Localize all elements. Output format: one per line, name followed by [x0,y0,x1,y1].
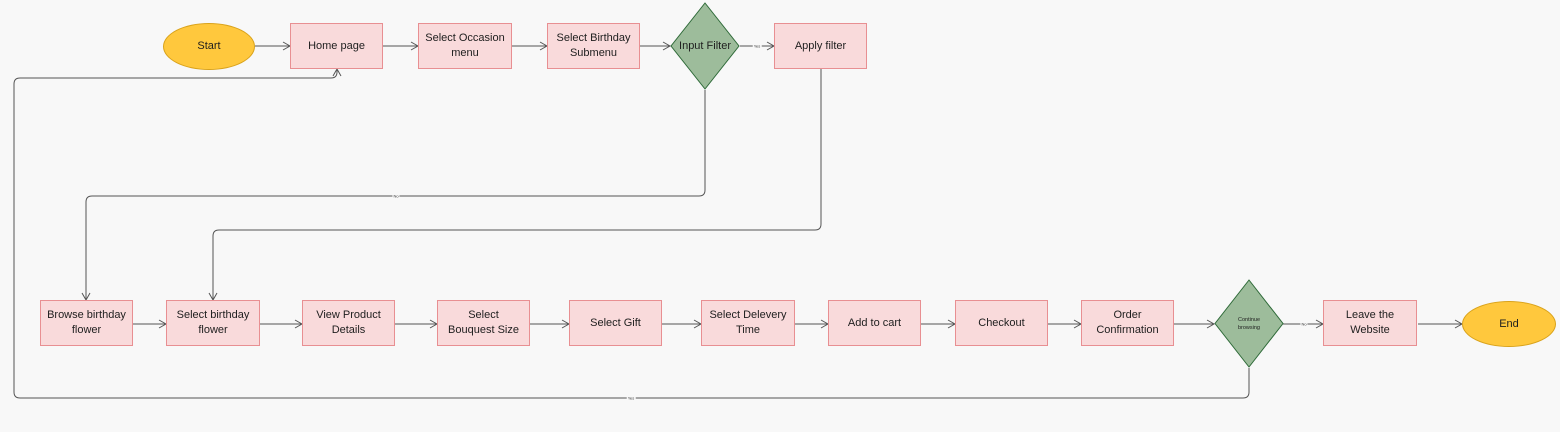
continue-browsing-decision[interactable]: Continue browsing [1214,279,1284,368]
start-node[interactable]: Start [163,23,255,70]
start-label: Start [197,40,221,52]
continue-browsing-label: Continue browsing [1237,316,1261,331]
decision-diamond-shape [1214,279,1284,368]
select-birthday-submenu-node[interactable]: Select Birthday Submenu [547,23,640,69]
edge-apply-select [208,69,822,302]
select-bouquest-size-label: Select Bouquest Size [448,309,519,336]
select-gift-node[interactable]: Select Gift [569,300,662,346]
edge-label-filter-yes: Yes [752,43,762,49]
select-gift-label: Select Gift [590,316,641,329]
select-bouquest-size-node[interactable]: Select Bouquest Size [437,300,530,346]
select-occasion-node[interactable]: Select Occasion menu [418,23,512,69]
edge-continue-home-yes [13,67,1250,399]
input-filter-label: Input Filter [679,39,731,52]
view-product-details-label: View Product Details [316,309,381,336]
order-confirmation-label: Order Confirmation [1096,309,1159,336]
apply-filter-node[interactable]: Apply filter [774,23,867,69]
end-label: End [1499,317,1519,330]
add-to-cart-label: Add to cart [847,316,902,329]
end-node[interactable]: End [1462,301,1556,347]
select-delevery-time-label: Select Delevery Time [709,309,787,336]
view-product-details-node[interactable]: View Product Details [302,300,395,346]
checkout-node[interactable]: Checkout [955,300,1048,346]
home-page-label: Home page [308,39,365,52]
select-birthday-flower-label: Select birthday flower [176,309,250,336]
edge-label-continue-yes: Yes [626,395,636,401]
select-birthday-flower-node[interactable]: Select birthday flower [166,300,260,346]
browse-birthday-flower-label: Browse birthday flower [47,309,126,336]
input-filter-decision[interactable]: Input Filter [670,2,740,90]
decision-diamond-shape [670,2,740,90]
leave-website-label: Leave the Website [1345,309,1395,336]
checkout-label: Checkout [978,316,1025,329]
edge-label-filter-no: No [392,193,400,199]
select-occasion-label: Select Occasion menu [425,32,505,59]
browse-birthday-flower-node[interactable]: Browse birthday flower [40,300,133,346]
home-page-node[interactable]: Home page [290,23,383,69]
edge-label-continue-no: No [1300,321,1308,327]
select-delevery-time-node[interactable]: Select Delevery Time [701,300,795,346]
apply-filter-label: Apply filter [794,39,847,52]
leave-website-node[interactable]: Leave the Website [1323,300,1417,346]
select-birthday-submenu-label: Select Birthday Submenu [556,32,631,59]
add-to-cart-node[interactable]: Add to cart [828,300,921,346]
order-confirmation-node[interactable]: Order Confirmation [1081,300,1174,346]
